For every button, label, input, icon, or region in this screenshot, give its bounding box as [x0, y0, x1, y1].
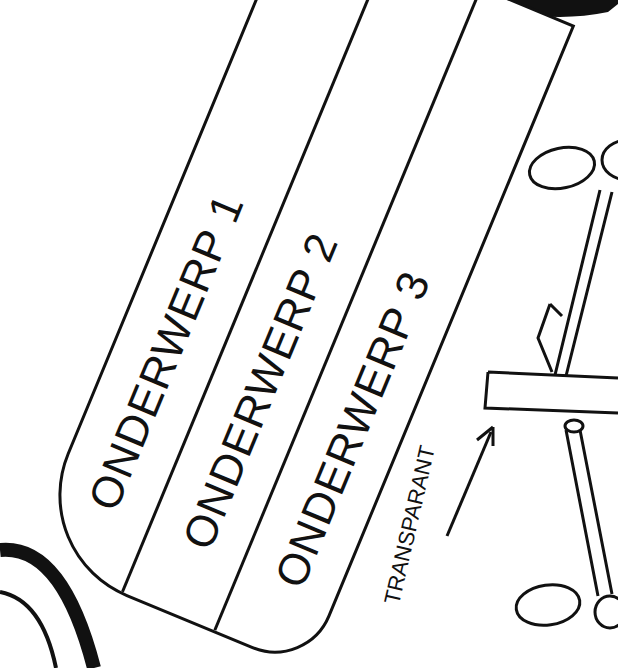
ring-shape [0, 550, 94, 668]
figure-arm [538, 304, 562, 372]
figure-head [514, 581, 583, 630]
figure-arm [555, 190, 612, 376]
band-outline: ONDERWERP 1ONDERWERP 2ONDERWERP 3 [25, 0, 576, 668]
figure-arm [566, 430, 612, 596]
ring-shape [0, 592, 56, 668]
leader-line [447, 432, 491, 536]
figure-head [595, 596, 618, 628]
figure-head [526, 142, 599, 195]
figure-head [602, 140, 618, 180]
banner-bar [485, 372, 618, 413]
arrow-head [477, 427, 493, 446]
